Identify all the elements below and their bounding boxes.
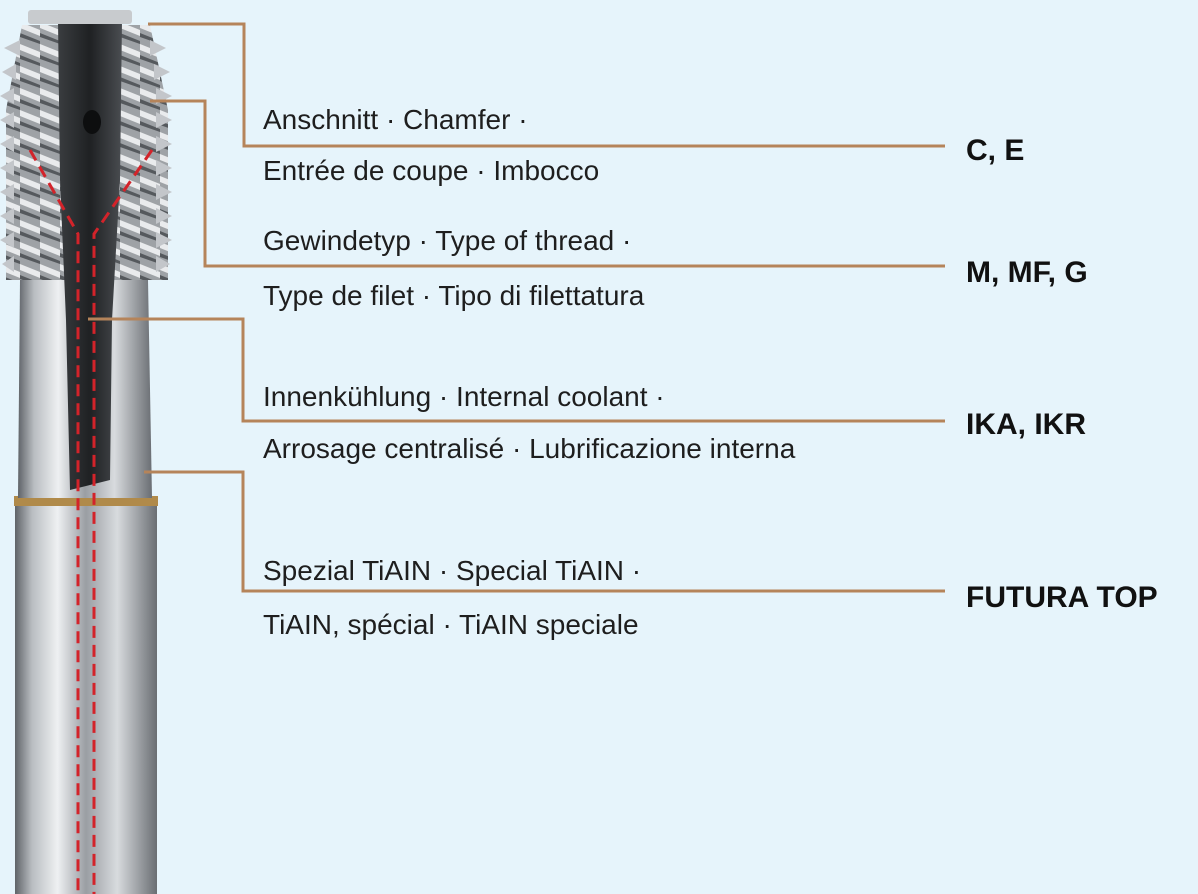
coolant-hole	[83, 110, 101, 134]
coating-band	[14, 496, 158, 506]
leader-line-coolant	[88, 317, 945, 423]
leader-lines	[88, 22, 945, 593]
callout-chamfer-line2: Entrée de coupe · Imbocco	[263, 155, 600, 186]
callout-coating-line1: Spezial TiAIN · Special TiAIN ·	[263, 555, 642, 586]
callout-coating-code: FUTURA TOP	[966, 581, 1158, 614]
callout-coolant-code: IKA, IKR	[966, 408, 1086, 441]
callout-thread-line2: Type de filet · Tipo di filettatura	[263, 280, 645, 311]
callout-coating-line2: TiAIN, spécial · TiAIN speciale	[263, 609, 639, 640]
leader-line-thread	[150, 99, 945, 268]
leader-line-coating	[144, 470, 945, 593]
tap-shank	[15, 500, 157, 894]
tap-flute	[58, 20, 122, 490]
coolant-channels	[28, 149, 154, 894]
callout-thread-code: M, MF, G	[966, 256, 1088, 289]
thread-teeth-left	[0, 40, 20, 272]
callout-chamfer-code: C, E	[966, 134, 1025, 167]
callout-coolant-line2: Arrosage centralisé · Lubrificazione int…	[263, 433, 796, 464]
callout-chamfer-line1: Anschnitt · Chamfer ·	[263, 104, 528, 135]
callout-coolant-line1: Innenkühlung · Internal coolant ·	[263, 381, 665, 412]
leader-line-chamfer	[148, 22, 945, 148]
tap-tip	[28, 10, 132, 24]
callout-thread-line1: Gewindetyp · Type of thread ·	[263, 225, 632, 256]
thread-teeth-right	[150, 40, 172, 272]
